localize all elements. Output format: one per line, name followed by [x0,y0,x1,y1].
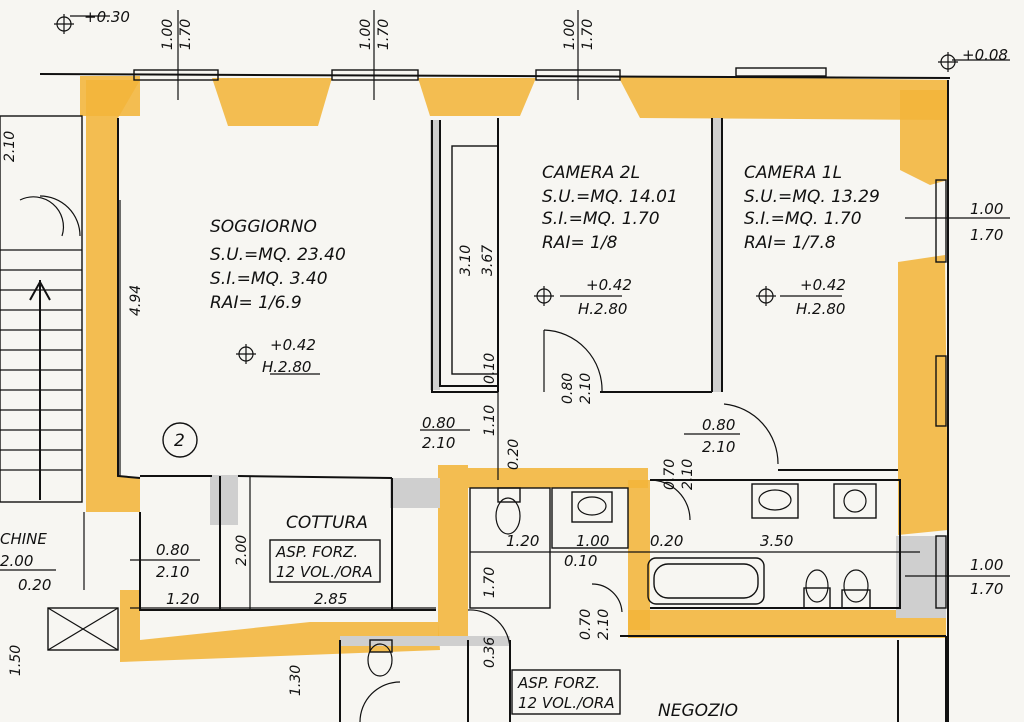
room-camera-2: CAMERA 2L S.U.=MQ. 14.01 S.I.=MQ. 1.70 R… [542,163,678,318]
level-top-left: +0.30 [84,8,130,26]
soggiorno-rai: RAI= 1/6.9 [210,293,302,313]
camera2-rai: RAI= 1/8 [542,233,618,253]
dim-door-020: 0.20 [506,439,522,470]
camera1-rai: RAI= 1/7.8 [744,233,836,253]
top-window-3-width: 1.00 [562,19,578,50]
level-markers [54,14,958,364]
cottura-asp-box [269,539,381,583]
dim-bath-door-a: 0.70 [578,609,594,640]
dim-door-110: 1.10 [482,405,498,436]
dim-door-sog-b: 2.10 [422,434,455,452]
top-window-2-width: 1.00 [358,19,374,50]
bathroom-fixtures [367,483,877,677]
fragment-chine: CHINE [0,530,47,548]
room-soggiorno: SOGGIORNO S.U.=MQ. 23.40 S.I.=MQ. 3.40 R… [174,217,346,451]
camera2-su: S.U.=MQ. 14.01 [542,187,678,207]
cottura-name: COTTURA [286,513,368,533]
dim-wc-120: 1.20 [506,532,539,550]
staircase [0,115,119,651]
dim-left-150: 1.50 [8,645,24,676]
dim-low-130: 1.30 [288,665,304,696]
soggiorno-level: +0.42 [270,336,316,354]
camera2-name: CAMERA 2L [542,163,640,183]
dim-door-cam1-b: 2.10 [702,438,735,456]
soggiorno-number: 2 [174,431,185,451]
dim-cupboard-367: 3.67 [480,245,496,276]
dim-door-bath-b: 2.10 [680,459,696,490]
dim-wc-100: 1.00 [576,532,609,550]
dim-wc-010: 0.10 [564,552,597,570]
dim-cupboard-010: 0.10 [482,353,498,384]
dimension-lines [0,10,1010,610]
camera2-height: H.2.80 [578,300,627,318]
dim-kitchen-285: 2.85 [314,590,347,608]
dim-kitchen-200: 2.00 [234,535,250,566]
top-window-dims: 1.00 1.70 1.00 1.70 1.00 1.70 [160,19,596,50]
soggiorno-su: S.U.=MQ. 23.40 [210,245,346,265]
dim-door-sog-a: 0.80 [422,414,455,432]
dim-right-win1-a: 1.00 [970,200,1003,218]
wall-outlines [39,73,951,722]
dim-left-020: 0.20 [18,576,51,594]
camera1-su: S.U.=MQ. 13.29 [744,187,880,207]
dim-low-036: 0.36 [482,637,498,668]
top-window-1-width: 1.00 [160,19,176,50]
dim-bath-350: 3.50 [760,532,793,550]
soggiorno-height: H.2.80 [262,358,311,376]
soggiorno-si: S.I.=MQ. 3.40 [210,269,328,289]
dim-left-494: 4.94 [128,285,144,316]
cottura-asp-line1: ASP. FORZ. [275,543,358,561]
dim-left-210: 2.10 [2,131,18,162]
soggiorno-name: SOGGIORNO [210,217,317,237]
dim-kitchen-120: 1.20 [166,590,199,608]
dim-door-cam2-b: 2.10 [578,373,594,404]
dim-door-left-b: 2.10 [156,563,189,581]
dim-cupboard-310: 3.10 [458,245,474,276]
camera1-name: CAMERA 1L [744,163,842,183]
top-window-2-height: 1.70 [376,19,392,50]
negozio-name: NEGOZIO [658,701,738,721]
dim-left-200: 2.00 [0,552,33,570]
camera1-si: S.I.=MQ. 1.70 [744,209,862,229]
dim-bath-door-b: 2.10 [596,609,612,640]
level-top-right: +0.08 [962,46,1008,64]
dim-right-win1-b: 1.70 [970,226,1003,244]
camera2-si: S.I.=MQ. 1.70 [542,209,660,229]
bagno-asp-line2: 12 VOL./ORA [518,694,615,712]
bagno-asp-box [511,669,621,715]
highlighted-walls [80,76,948,662]
room-cottura: COTTURA ASP. FORZ. 12 VOL./ORA [275,513,373,581]
dim-right-win2-a: 1.00 [970,556,1003,574]
dim-wc-170: 1.70 [482,567,498,598]
room-bagno-lower: ASP. FORZ. 12 VOL./ORA NEGOZIO [517,674,738,721]
dim-door-left-a: 0.80 [156,541,189,559]
top-window-1-height: 1.70 [178,19,194,50]
room-number-circle [162,422,198,458]
camera1-height: H.2.80 [796,300,845,318]
dim-right-win2-b: 1.70 [970,580,1003,598]
grey-partitions [210,118,946,646]
door-swings [39,195,779,722]
cottura-asp-line2: 12 VOL./ORA [276,563,373,581]
camera1-level: +0.42 [800,276,846,294]
dim-door-bath-a: 0.70 [662,459,678,490]
bagno-asp-line1: ASP. FORZ. [517,674,600,692]
dim-wc-020: 0.20 [650,532,683,550]
camera2-level: +0.42 [586,276,632,294]
level-labels: +0.30 +0.08 [84,8,1008,64]
dim-door-cam2-a: 0.80 [560,373,576,404]
top-window-frames [133,67,947,609]
room-camera-1: CAMERA 1L S.U.=MQ. 13.29 S.I.=MQ. 1.70 R… [744,163,880,318]
dim-door-cam1-a: 0.80 [702,416,735,434]
dimension-labels: 2.10 4.94 3.10 3.67 0.10 0.80 2.10 1.10 … [0,131,1003,696]
top-window-3-height: 1.70 [580,19,596,50]
